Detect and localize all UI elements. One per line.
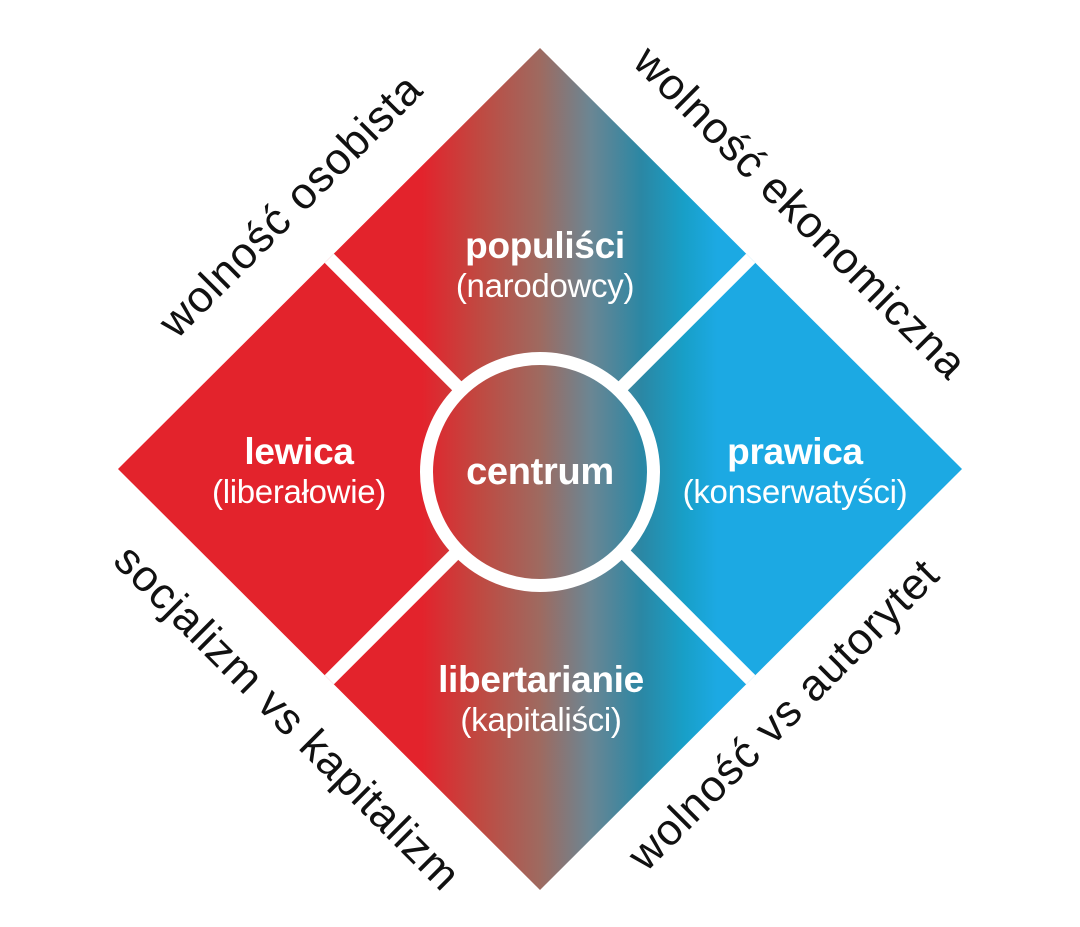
center-label: centrum: [466, 450, 614, 493]
quadrant-bottom-subtitle: (kapitaliści): [460, 701, 622, 739]
divider-top-left: [292, 221, 464, 393]
quadrant-left: lewica (liberałowie): [212, 431, 386, 511]
divider-top-right: [616, 221, 788, 393]
quadrant-right-subtitle: (konserwatyści): [682, 473, 908, 511]
quadrant-top-subtitle: (narodowcy): [455, 267, 635, 305]
quadrant-top-title: populiści: [465, 225, 625, 267]
quadrant-right-title: prawica: [727, 431, 863, 473]
quadrant-top: populiści (narodowcy): [455, 225, 635, 305]
quadrant-right: prawica (konserwatyści): [683, 431, 908, 511]
quadrant-bottom-title: libertarianie: [438, 659, 644, 701]
center-circle: centrum: [420, 352, 660, 592]
quadrant-left-subtitle: (liberałowie): [212, 473, 386, 511]
quadrant-bottom: libertarianie (kapitaliści): [438, 659, 644, 739]
quadrant-left-title: lewica: [244, 431, 354, 473]
